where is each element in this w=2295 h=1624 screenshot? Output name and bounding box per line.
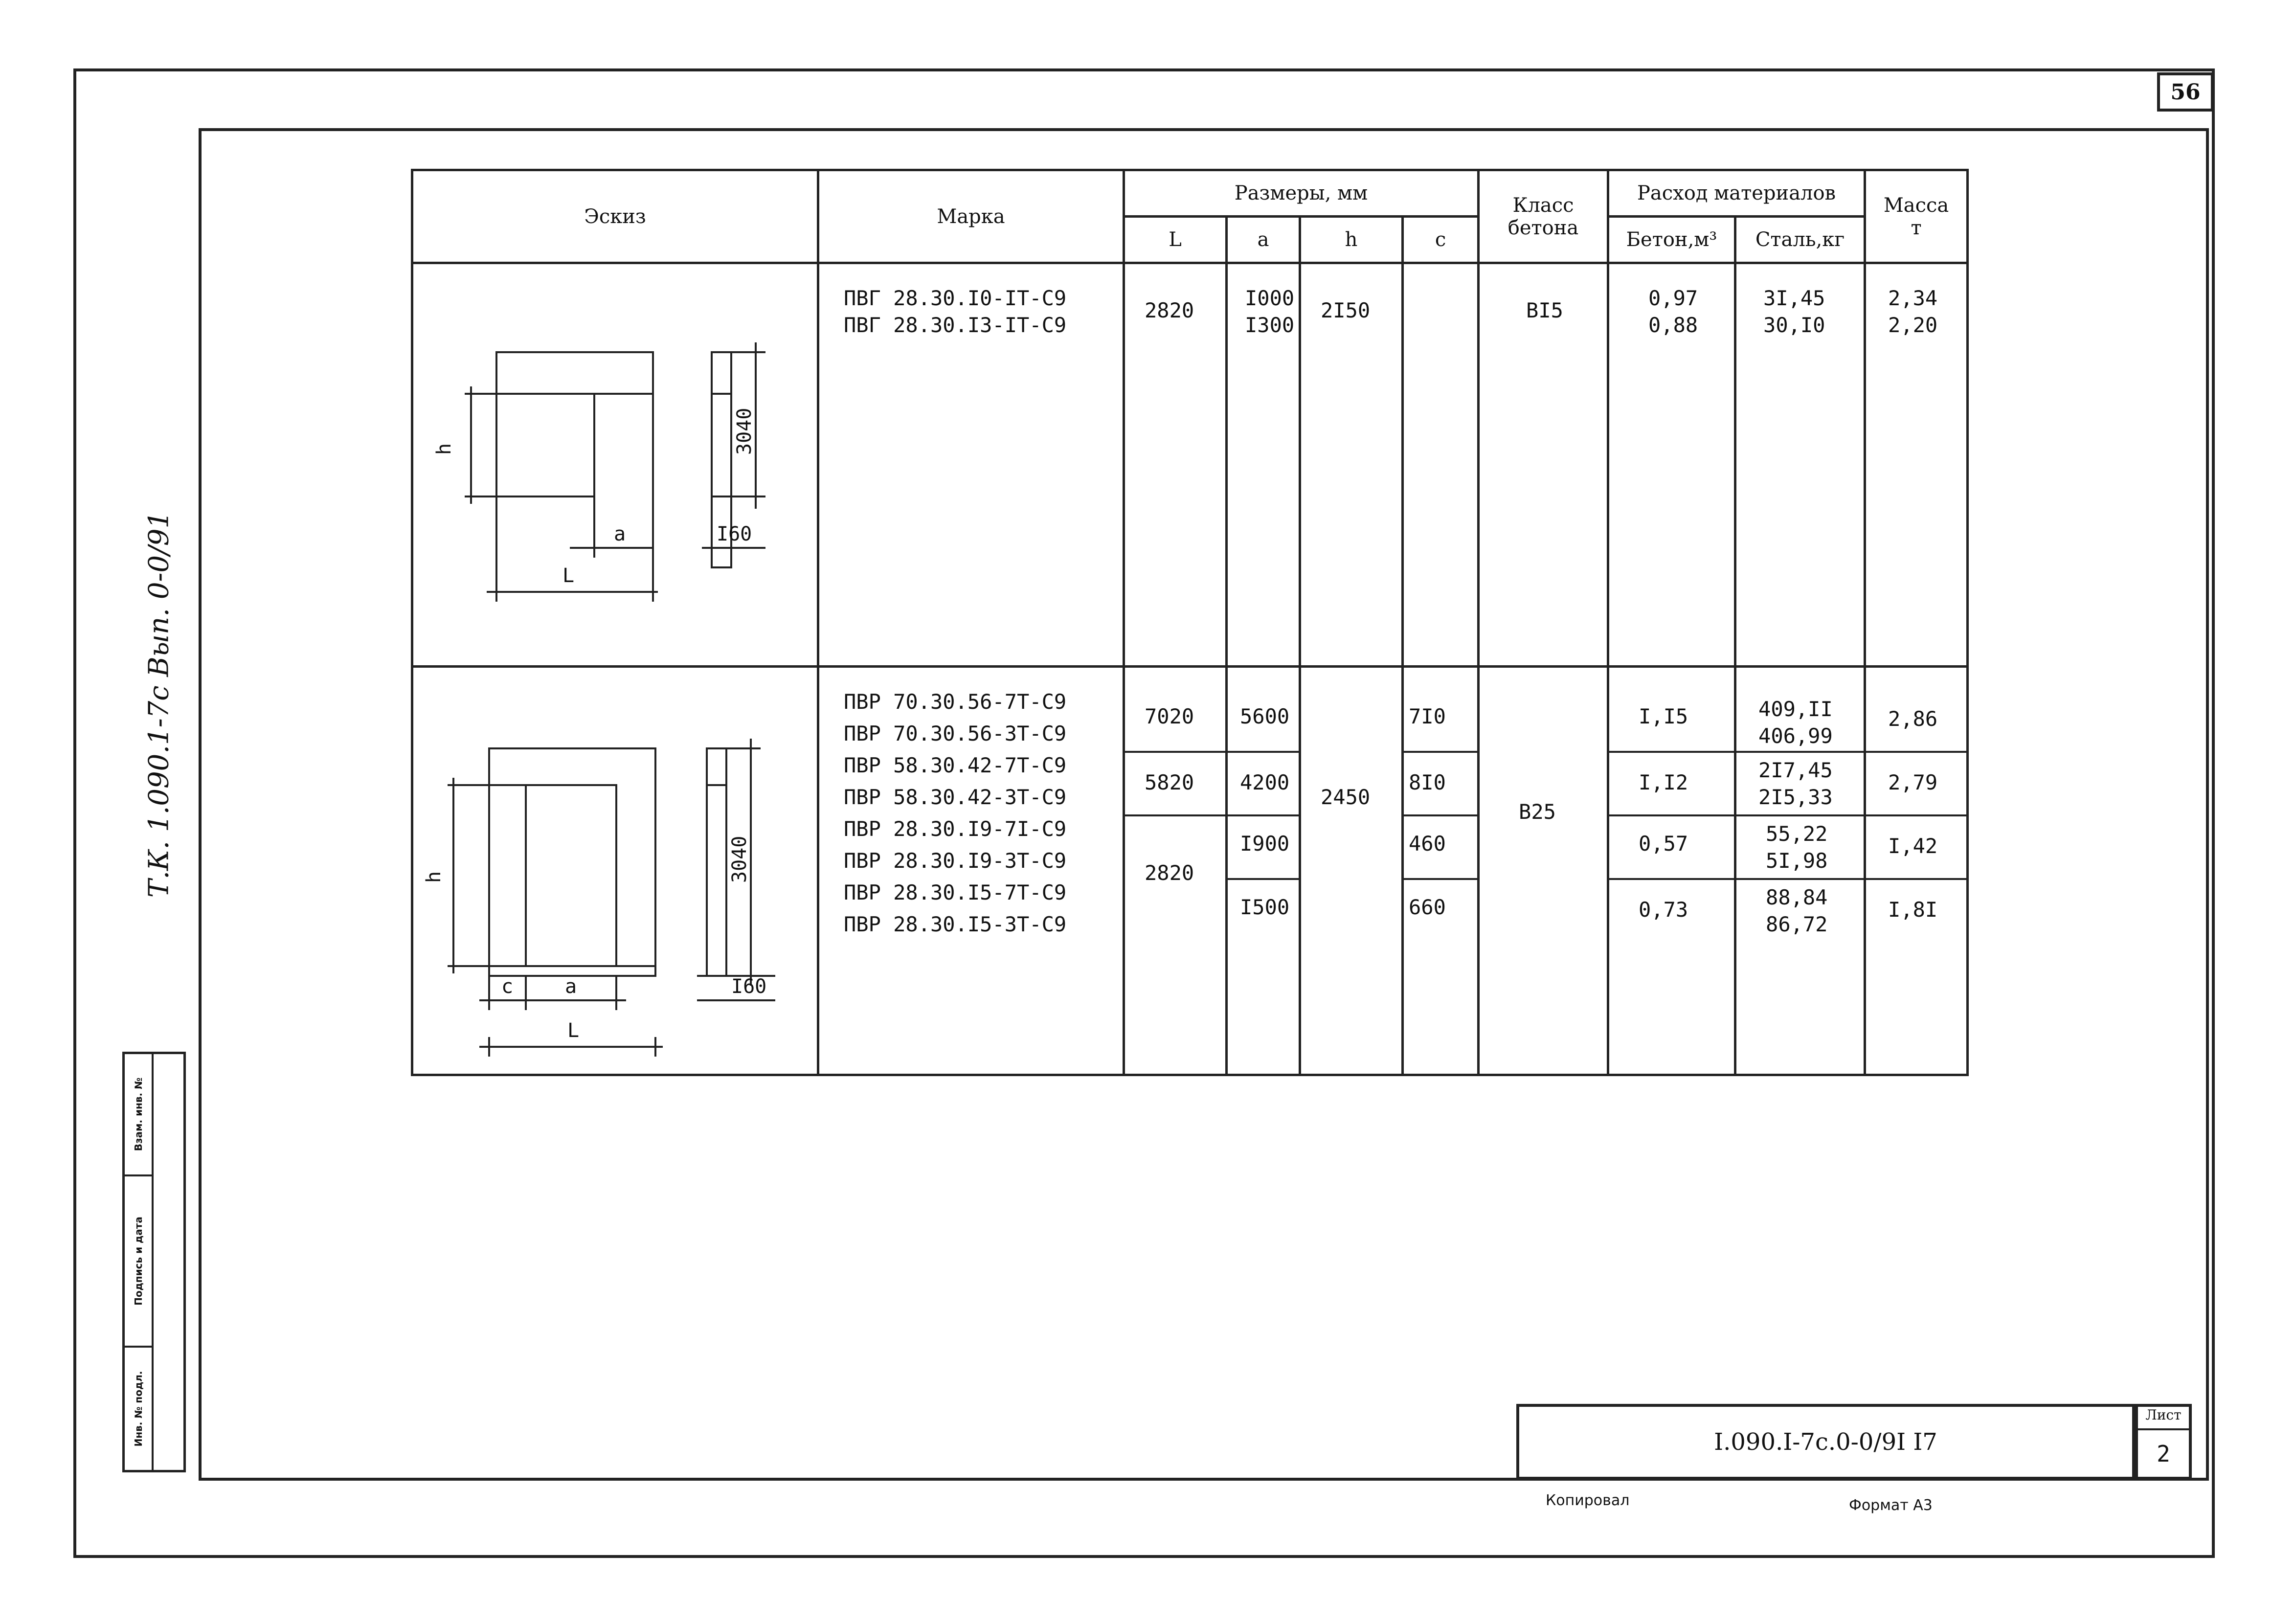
g1-L: 2820 [1123, 262, 1228, 668]
mark-6: ПВР 58.30.42-3T-C9 [844, 785, 1067, 809]
sketch-1-h-label: h [433, 443, 455, 455]
list-label: Лист [2138, 1407, 2189, 1430]
header-mark: Марка [817, 169, 1125, 264]
mark-8: ПВР 28.30.I9-3T-C9 [844, 849, 1067, 873]
g2-a: 5600 4200 I900 I500 [1225, 665, 1301, 1076]
header-mass-1: Масса [1883, 194, 1949, 217]
sketch-2-L-label: L [567, 1019, 579, 1042]
mark-3: ПВР 70.30.56-7T-C9 [844, 690, 1067, 714]
header-class-2: бетона [1508, 216, 1579, 239]
sketch-1-thick-label: I60 [717, 523, 752, 545]
header-mass-2: т [1911, 216, 1922, 239]
mark-9: ПВР 28.30.I5-7T-C9 [844, 880, 1067, 904]
header-dims: Размеры, мм [1122, 169, 1480, 218]
header-c: c [1401, 215, 1480, 264]
spec-table: Эскиз Марка Размеры, мм Класс бетона Рас… [411, 169, 1969, 1076]
sheet-number: 56 [2157, 72, 2214, 112]
mark-10: ПВР 28.30.I5-3T-C9 [844, 912, 1067, 936]
sketch-2-drawing: h c a L 3040 I60 [423, 739, 775, 1057]
mark-1: ПВГ 28.30.I0-IT-C9 [844, 286, 1067, 310]
sketch-2-c-label: c [501, 975, 513, 998]
g2-L-line1 [1125, 751, 1225, 753]
sketch-2-height-label: 3040 [728, 836, 751, 883]
sketch-2-h-label: h [423, 871, 445, 883]
footer-copied: Копировал [1546, 1492, 1630, 1509]
header-concrete: Бетон,м³ [1607, 215, 1737, 264]
header-a: a [1225, 215, 1301, 264]
mark-4: ПВР 70.30.56-3T-C9 [844, 722, 1067, 745]
g2-L-line2 [1125, 814, 1225, 816]
g1-h: 2I50 [1299, 262, 1404, 668]
title-block-code: I.090.I-7c.0-0/9I I7 [1516, 1404, 2135, 1480]
sketch-group2: h c a L 3040 I60 [411, 665, 819, 1076]
inner-frame [199, 128, 2209, 1481]
sketch-1-height-label: 3040 [733, 408, 756, 455]
g1-c [1401, 262, 1480, 668]
header-steel: Сталь,кг [1734, 215, 1867, 264]
g2-class: B25 [1477, 665, 1610, 1076]
g1-mass: 2,34 2,20 [1864, 262, 1969, 668]
mark-5: ПВР 58.30.42-7T-C9 [844, 753, 1067, 777]
g1-concrete: 0,97 0,88 [1607, 262, 1737, 668]
header-mass: Масса т [1864, 169, 1969, 264]
footer-format: Формат А3 [1849, 1497, 1933, 1514]
header-L: L [1123, 215, 1228, 264]
outer-frame [73, 68, 2215, 1558]
g2-L: 7020 5820 2820 [1123, 665, 1228, 1076]
g1-steel: 3I,45 30,I0 [1734, 262, 1867, 668]
side-code-text: Т.К. 1.090.1-7с Вып. 0-0/91 [143, 511, 175, 898]
g2-concrete: I,I5 I,I2 0,57 0,73 [1607, 665, 1737, 1076]
side-code: Т.К. 1.090.1-7с Вып. 0-0/91 [137, 504, 181, 905]
header-sketch: Эскиз [411, 169, 819, 264]
header-class-1: Класс [1512, 194, 1574, 217]
stamp-divider [152, 1054, 154, 1470]
list-box: Лист 2 [2135, 1404, 2192, 1480]
g2-h: 2450 [1299, 665, 1404, 1076]
g2-mass: 2,86 2,79 I,42 I,8I [1864, 665, 1969, 1076]
sketch-1-drawing: h a L 3040 I60 [433, 342, 765, 602]
mark-2: ПВГ 28.30.I3-IT-C9 [844, 313, 1067, 337]
sketch-2-thick-label: I60 [731, 975, 766, 998]
mark-7: ПВР 28.30.I9-7I-C9 [844, 817, 1067, 841]
g2-steel: 409,II 406,99 2I7,45 2I5,33 55,22 5I,98 … [1734, 665, 1867, 1076]
g2-c: 7I0 8I0 460 660 [1401, 665, 1480, 1076]
marks-group1: ПВГ 28.30.I0-IT-C9 ПВГ 28.30.I3-IT-C9 [817, 262, 1125, 668]
header-materials: Расход материалов [1607, 169, 1867, 218]
marks-group2: ПВР 70.30.56-7T-C9 ПВР 70.30.56-3T-C9 ПВ… [817, 665, 1125, 1076]
g1-a: I000 I300 [1225, 262, 1301, 668]
stamp-vzam: Взам. инв. № [125, 1054, 152, 1176]
stamp-column: Взам. инв. № Подпись и дата Инв. № подл. [122, 1052, 186, 1472]
sketch-1-a-label: a [614, 523, 626, 545]
stamp-inv: Инв. № подл. [132, 1371, 144, 1447]
stamp-podpis: Подпись и дата [125, 1176, 152, 1348]
sketch-2-a-label: a [565, 975, 577, 998]
g1-class: BI5 [1477, 262, 1610, 668]
header-h: h [1299, 215, 1404, 264]
sketch-group1: h a L 3040 I60 [411, 262, 819, 668]
sketch-1-L-label: L [562, 564, 574, 587]
header-class: Класс бетона [1477, 169, 1610, 264]
list-number: 2 [2157, 1440, 2170, 1467]
